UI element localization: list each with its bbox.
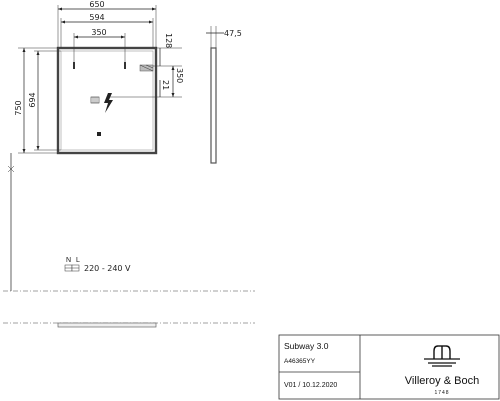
lightning-icon bbox=[104, 93, 113, 113]
article-number: A46365YY bbox=[284, 358, 316, 365]
sensor-right bbox=[124, 62, 126, 69]
sensor-bottom bbox=[97, 132, 101, 136]
dim-vertical-span: 350 bbox=[175, 68, 184, 83]
mirror-outline bbox=[56, 46, 158, 155]
dim-depth: 47,5 bbox=[224, 29, 242, 38]
live-label: L bbox=[76, 257, 80, 264]
product-name: Subway 3.0 bbox=[284, 341, 329, 351]
voltage-label: 220 - 240 V bbox=[84, 264, 131, 273]
mirror-top-view bbox=[57, 322, 157, 328]
side-view: 47,5 bbox=[206, 26, 242, 164]
dim-top-offset: 128 bbox=[164, 33, 173, 48]
left-dimensions: 750 694 bbox=[7, 47, 61, 291]
title-block: Subway 3.0 A46365YY V01 / 10.12.2020 Vil… bbox=[278, 334, 500, 400]
mirror-inner-outline bbox=[60, 50, 154, 151]
dim-offset-small: 21 bbox=[161, 80, 170, 90]
dim-inner-height: 694 bbox=[28, 92, 37, 107]
front-view bbox=[56, 46, 158, 155]
brand-year: 1748 bbox=[434, 390, 449, 396]
sensor-left bbox=[73, 62, 75, 69]
dim-overall-height: 750 bbox=[14, 100, 23, 115]
fountain-logo-icon bbox=[424, 345, 460, 367]
electrical-note: N L 220 - 240 V bbox=[64, 257, 131, 273]
dim-overall-width: 650 bbox=[89, 0, 104, 9]
mirror-side-profile bbox=[210, 47, 217, 164]
brand-name: Villeroy & Boch bbox=[405, 375, 479, 387]
right-dimensions: 128 350 21 bbox=[110, 33, 184, 98]
neutral-label: N bbox=[66, 257, 71, 264]
dim-inner-width: 594 bbox=[89, 13, 104, 22]
top-dimensions: 650 594 350 bbox=[57, 0, 157, 62]
dim-button-spacing: 350 bbox=[91, 28, 106, 37]
version-date: V01 / 10.12.2020 bbox=[284, 382, 337, 389]
